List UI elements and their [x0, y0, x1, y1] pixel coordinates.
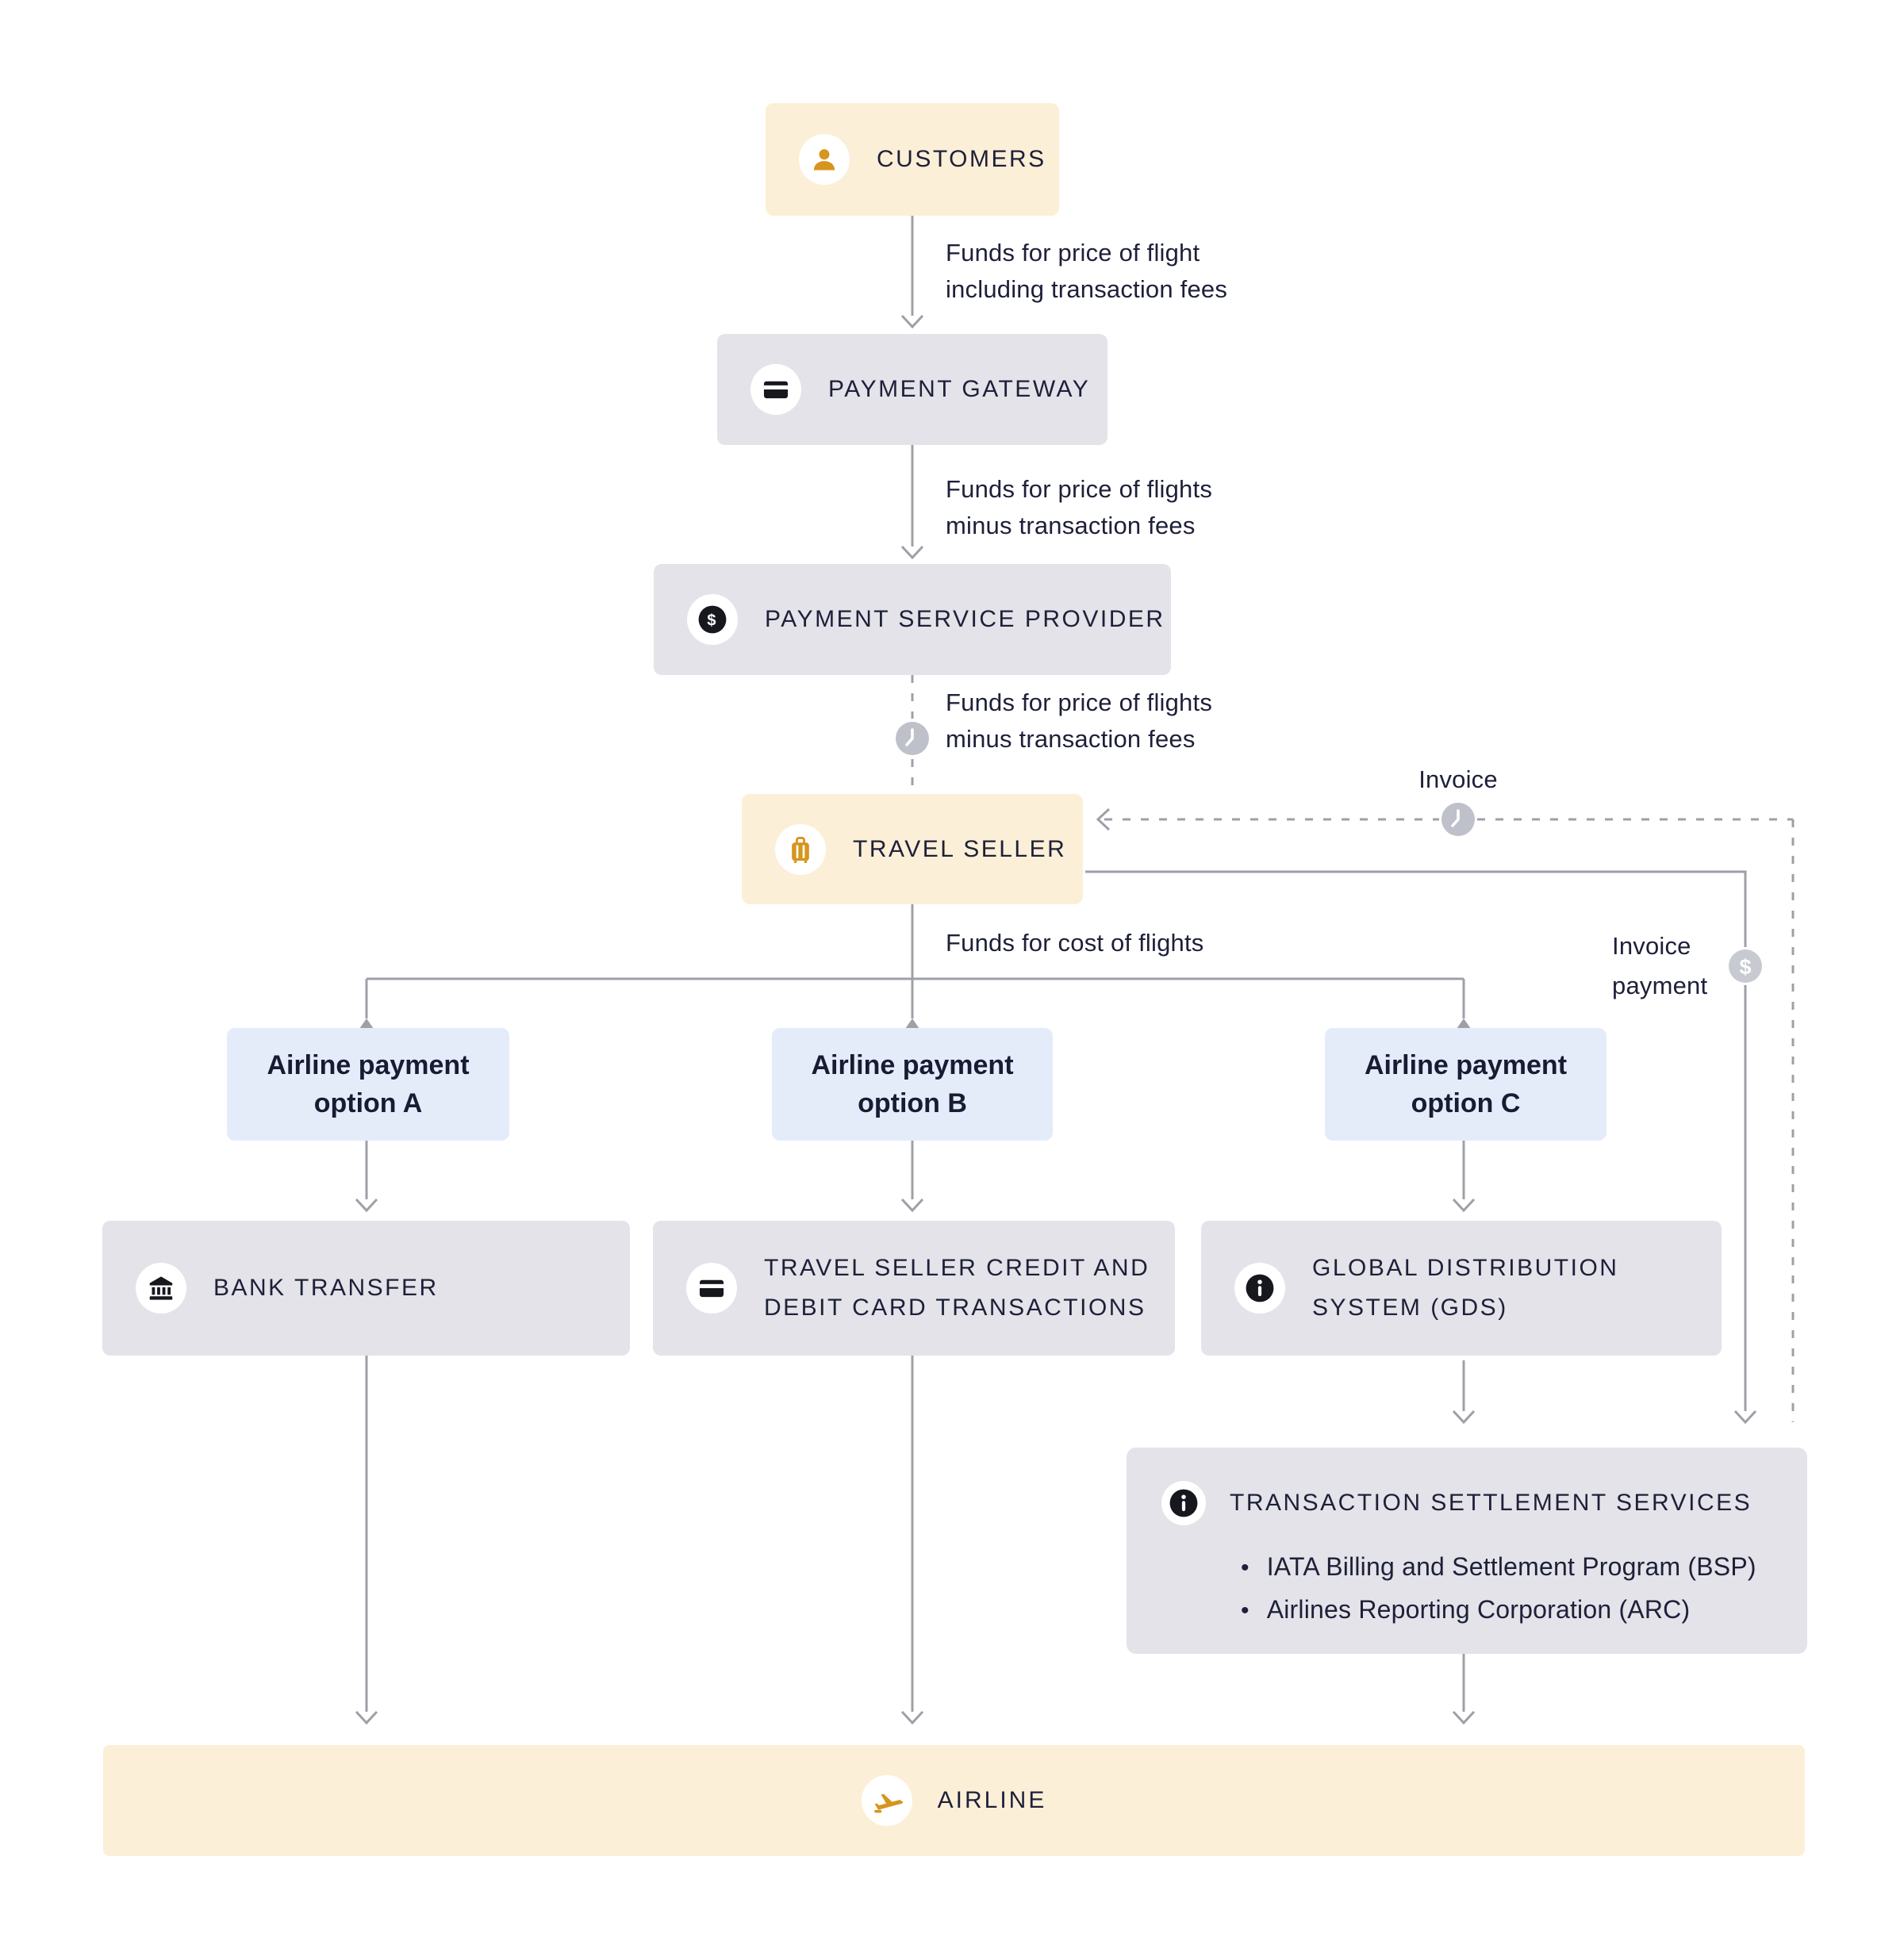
edge-label-funds-cost-of-flights: Funds for cost of flights: [946, 929, 1204, 957]
tss-bullet-list: • IATA Billing and Settlement Program (B…: [1241, 1546, 1807, 1632]
option-line2: option B: [858, 1088, 967, 1118]
node-label: AIRLINE: [937, 1787, 1047, 1813]
suitcase-icon: [775, 823, 826, 875]
arrow-optionc-to-gds: [1452, 1141, 1476, 1213]
dollar-badge-icon: $: [1729, 949, 1762, 983]
list-item: • Airlines Reporting Corporation (ARC): [1241, 1589, 1807, 1632]
option-line1: Airline payment: [267, 1050, 470, 1080]
line-invoice-payment: [1085, 870, 1757, 1425]
edge-label-invoice: Invoice: [1418, 765, 1498, 793]
edge-label-psp-to-seller: Funds for price of flights minus transac…: [946, 688, 1213, 753]
info-icon: [1234, 1263, 1285, 1314]
node-airline-payment-option-b: Airline payment option B: [772, 1028, 1053, 1141]
node-label: BANK TRANSFER: [213, 1275, 439, 1301]
node-label: TRAVEL SELLER CREDIT AND DEBIT CARD TRAN…: [764, 1255, 1150, 1321]
node-label: PAYMENT SERVICE PROVIDER: [765, 606, 1165, 632]
arrow-optionb-to-cards: [900, 1141, 924, 1213]
node-airline-payment-option-a: Airline payment option A: [227, 1028, 509, 1141]
bank-icon: [136, 1263, 186, 1314]
tss-title: TRANSACTION SETTLEMENT SERVICES: [1230, 1490, 1752, 1516]
credit-card-icon: [750, 364, 801, 415]
node-travel-seller-card-transactions: TRAVEL SELLER CREDIT AND DEBIT CARD TRAN…: [653, 1221, 1175, 1356]
clock-icon: [896, 722, 929, 755]
node-payment-service-provider: $ PAYMENT SERVICE PROVIDER: [654, 564, 1171, 675]
svg-text:$: $: [707, 612, 718, 629]
edge-label-gateway-to-psp: Funds for price of flights minus transac…: [946, 475, 1213, 539]
option-line2: option A: [313, 1088, 423, 1118]
arrow-customers-to-gateway: [900, 216, 924, 329]
person-icon: [799, 134, 850, 185]
node-airline: AIRLINE: [103, 1745, 1805, 1856]
node-label: PAYMENT GATEWAY: [828, 376, 1091, 402]
arrow-gateway-to-psp: [900, 445, 924, 560]
node-airline-payment-option-c: Airline payment option C: [1325, 1028, 1606, 1141]
clock-icon: [1441, 803, 1475, 836]
arrow-gds-to-tss: [1452, 1360, 1476, 1425]
credit-card-icon: [686, 1263, 737, 1314]
branch-seller-to-options: [365, 904, 1465, 1018]
node-payment-gateway: PAYMENT GATEWAY: [717, 334, 1107, 445]
node-bank-transfer: BANK TRANSFER: [102, 1221, 630, 1356]
info-icon: [1161, 1481, 1206, 1525]
edge-label-customers-to-gateway: Funds for price of flight including tran…: [946, 239, 1228, 303]
edge-label-invoice-payment: Invoice payment: [1612, 932, 1708, 999]
bullet-dot: •: [1241, 1555, 1250, 1581]
bullet-dot: •: [1241, 1598, 1250, 1624]
node-label: TRAVEL SELLER: [853, 835, 1067, 862]
svg-text:$: $: [1739, 955, 1751, 979]
node-label: GLOBAL DISTRIBUTION SYSTEM (GDS): [1312, 1255, 1619, 1321]
node-transaction-settlement-services: TRANSACTION SETTLEMENT SERVICES • IATA B…: [1127, 1448, 1807, 1654]
bullet-text: IATA Billing and Settlement Program (BSP…: [1266, 1552, 1756, 1581]
bullet-text: Airlines Reporting Corporation (ARC): [1266, 1595, 1691, 1624]
node-global-distribution-system: GLOBAL DISTRIBUTION SYSTEM (GDS): [1201, 1221, 1722, 1356]
arrow-bank-to-airline: [355, 1356, 378, 1725]
arrow-tss-to-airline: [1452, 1654, 1476, 1725]
arrow-cards-to-airline: [900, 1356, 924, 1725]
plane-takeoff-icon: [861, 1775, 912, 1826]
node-travel-seller: TRAVEL SELLER: [742, 794, 1083, 904]
option-line2: option C: [1411, 1088, 1521, 1118]
dashed-line-invoice: [1096, 807, 1795, 1422]
node-label: CUSTOMERS: [877, 146, 1046, 172]
list-item: • IATA Billing and Settlement Program (B…: [1241, 1546, 1807, 1589]
option-line1: Airline payment: [811, 1050, 1014, 1080]
dollar-circle-icon: $: [687, 594, 738, 645]
option-line1: Airline payment: [1364, 1050, 1568, 1080]
node-customers: CUSTOMERS: [766, 103, 1059, 216]
arrow-optiona-to-bank: [355, 1141, 378, 1213]
